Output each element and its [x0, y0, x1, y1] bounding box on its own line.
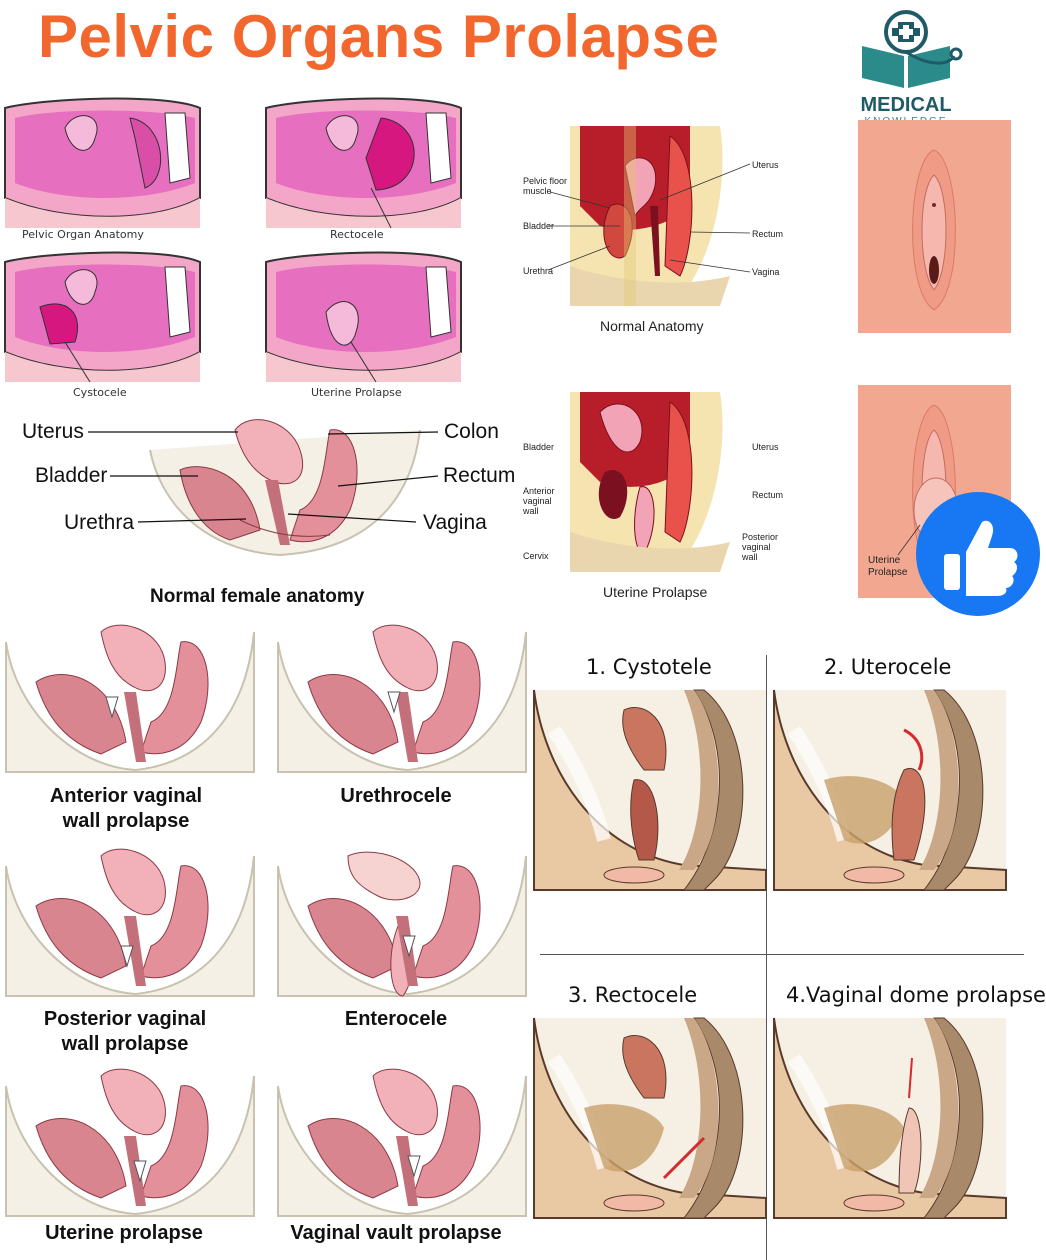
- page-title: Pelvic Organs Prolapse: [38, 3, 720, 70]
- book-stethoscope-icon: [862, 10, 963, 88]
- label-uterus-up: Uterus: [752, 442, 779, 452]
- vaginal-dome-illustration: [773, 1017, 1007, 1219]
- normal-anatomy-leader-lines: [547, 163, 751, 273]
- rectocele-numbered-illustration: [533, 1017, 767, 1219]
- logo-line1: MEDICAL: [860, 94, 952, 116]
- anterior-wall-illustration: [5, 624, 255, 773]
- label-pelvic-floor: Pelvic floor muscle: [523, 176, 568, 196]
- caption-uterocele: 2. Uterocele: [824, 655, 952, 679]
- caption-normal-anatomy: Normal Anatomy: [600, 318, 704, 334]
- panel-caption-anatomy: Pelvic Organ Anatomy: [22, 228, 144, 241]
- label-vagina-na: Vagina: [752, 267, 780, 277]
- urethrocele-illustration: [277, 624, 527, 773]
- label-bladder-up: Bladder: [523, 442, 555, 452]
- label-uterine-prolapse-external: Uterine Prolapse: [868, 555, 908, 578]
- label-rectum-up: Rectum: [752, 490, 784, 500]
- caption-vaginal-dome-prolapse: 4.Vaginal dome prolapse: [786, 983, 1046, 1007]
- external-normal-view: [858, 120, 1011, 333]
- enterocele-illustration: [277, 851, 527, 997]
- label-vagina-nf: Vagina: [423, 511, 487, 534]
- panel-caption-cystocele: Cystocele: [73, 386, 127, 399]
- caption-urethrocele: Urethrocele: [340, 785, 452, 807]
- caption-posterior-vaginal-wall-prolapse: Posterior vaginal wall prolapse: [43, 1008, 207, 1055]
- label-bladder-na: Bladder: [523, 221, 555, 231]
- rectocele-illustration: [265, 97, 462, 229]
- normal-female-anatomy-diagram: [149, 419, 421, 557]
- label-cervix: Cervix: [523, 551, 549, 561]
- caption-anterior-vaginal-wall-prolapse: Anterior vaginal wall prolapse: [49, 785, 203, 832]
- uterine-prolapse-sagittal-diagram: [570, 392, 730, 572]
- cystotele-illustration: [533, 689, 767, 891]
- label-urethra-na: Urethra: [523, 266, 554, 276]
- thumbs-up-icon: [944, 520, 1018, 596]
- panel-caption-rectocele: Rectocele: [330, 228, 384, 241]
- uterine-prolapse-illustration: [5, 1068, 255, 1217]
- label-uterus-nf: Uterus: [22, 420, 84, 443]
- caption-rectocele-numbered: 3. Rectocele: [568, 983, 698, 1007]
- label-bladder-nf: Bladder: [35, 464, 108, 487]
- caption-vaginal-vault-prolapse: Vaginal vault prolapse: [290, 1222, 502, 1244]
- vulva-normal-illustration: [912, 149, 956, 311]
- cystocele-illustration: [4, 251, 201, 383]
- label-posterior-wall: Posterior vaginal wall: [742, 532, 779, 562]
- caption-normal-female-anatomy: Normal female anatomy: [150, 586, 365, 607]
- posterior-wall-illustration: [5, 848, 255, 997]
- grid-vertical-divider: [766, 655, 767, 1260]
- like-button[interactable]: [916, 492, 1040, 616]
- label-colon-nf: Colon: [444, 420, 499, 443]
- caption-enterocele: Enterocele: [344, 1008, 448, 1030]
- grid-horizontal-divider: [540, 954, 1024, 955]
- caption-uterine-prolapse-bottom: Uterine prolapse: [45, 1222, 203, 1244]
- caption-uterine-prolapse-diagram: Uterine Prolapse: [603, 584, 708, 600]
- label-rectum-nf: Rectum: [443, 464, 516, 487]
- normal-anatomy-sagittal-diagram: [570, 126, 730, 306]
- label-anterior-wall: Anterior vaginal wall: [523, 486, 555, 516]
- uterocele-illustration: [773, 689, 1007, 891]
- label-urethra-nf: Urethra: [64, 511, 135, 534]
- medical-knowledge-logo: MEDICAL KNOWLEDGE: [848, 6, 964, 128]
- label-rectum-na: Rectum: [752, 229, 784, 239]
- normal-female-leader-lines: [88, 431, 439, 523]
- uterine-prolapse-pink-illustration: [265, 251, 462, 383]
- pelvic-anatomy-illustration: [4, 97, 201, 228]
- caption-cystotele: 1. Cystotele: [586, 655, 712, 679]
- vault-prolapse-illustration: [277, 1068, 527, 1217]
- panel-caption-uterine-prolapse: Uterine Prolapse: [311, 386, 402, 399]
- label-uterus-na: Uterus: [752, 160, 779, 170]
